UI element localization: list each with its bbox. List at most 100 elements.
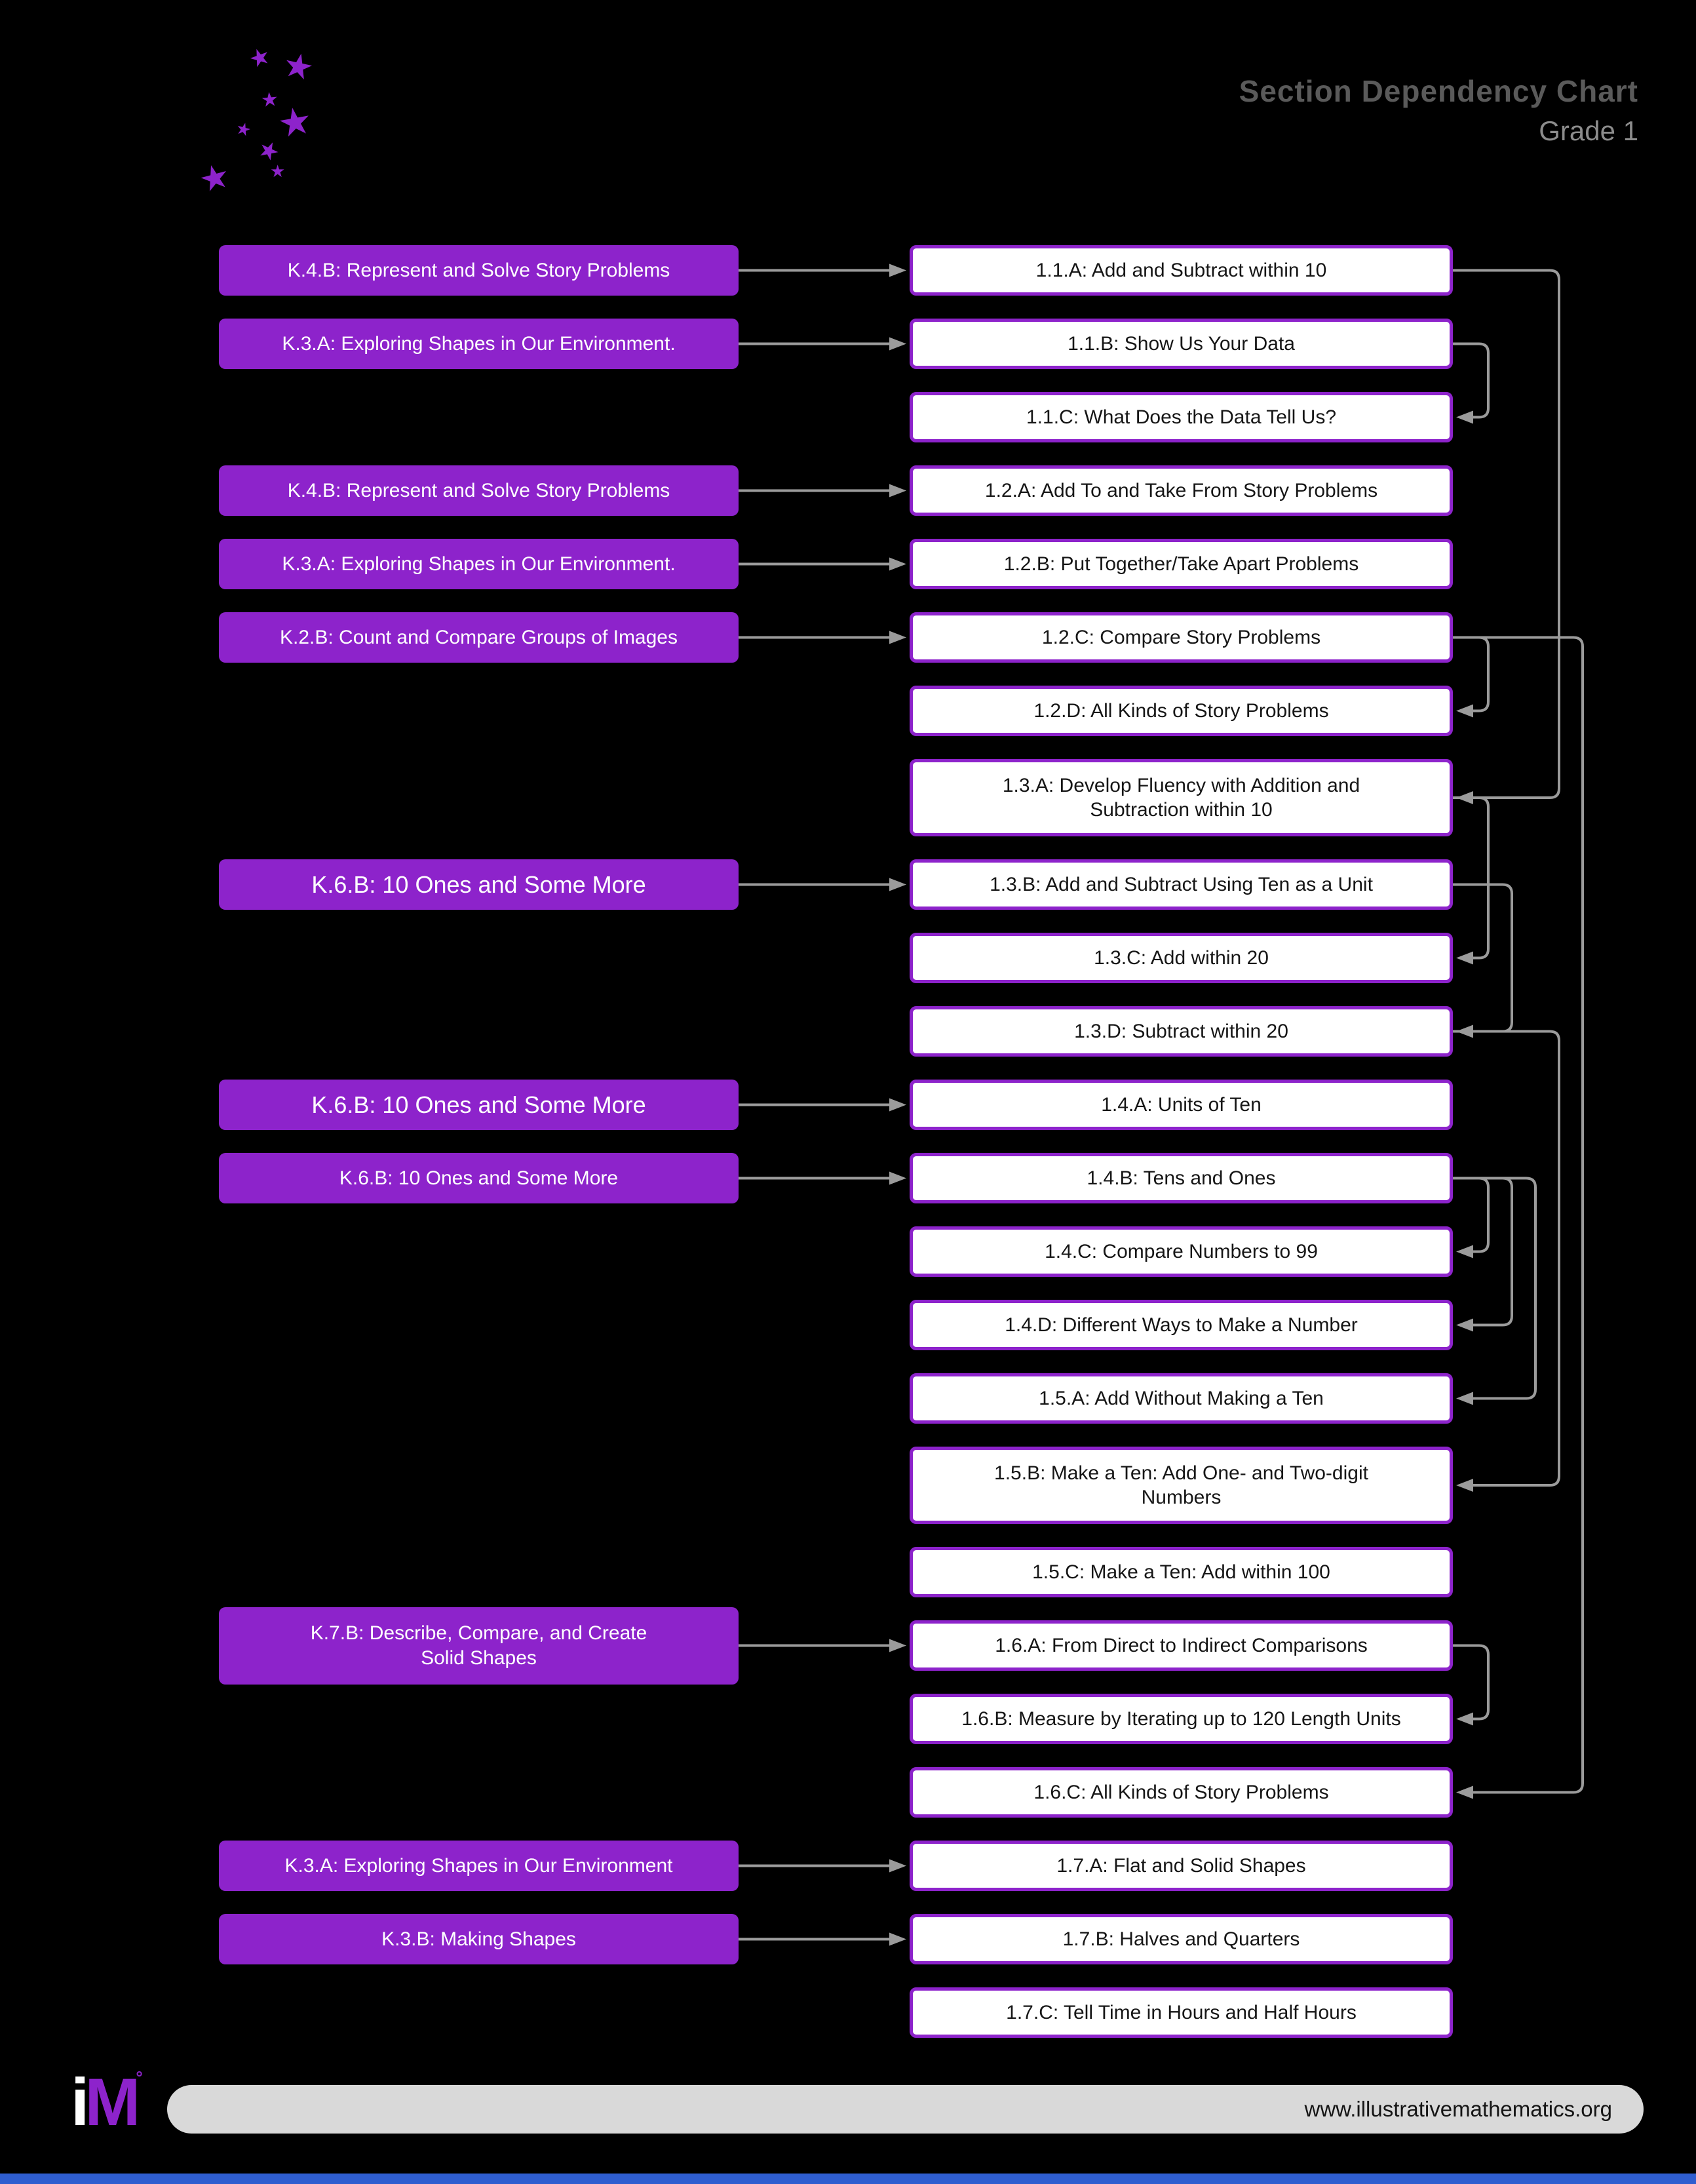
section-node-1-6-C: 1.6.C: All Kinds of Story Problems [910,1767,1453,1818]
edge-1-1-B-to-1-1-C-arrowhead [1456,410,1473,424]
stars-logo: ★ ★ ★ ★ ★ ★ ★ ★ [0,0,341,216]
prereq-node-label: K.6.B: 10 Ones and Some More [311,1091,646,1118]
prereq-node-label: K.3.A: Exploring Shapes in Our Environme… [284,1854,673,1877]
section-node-1-4-D: 1.4.D: Different Ways to Make a Number [910,1300,1453,1350]
section-node-label: 1.4.A: Units of Ten [1101,1093,1262,1116]
arrow-prereq-to-1-2-A-arrowhead [889,484,906,497]
edge-1-3-A-to-1-3-C-arrowhead [1456,951,1473,965]
arrow-prereq-to-1-3-B-arrowhead [889,878,906,891]
prereq-node-for-1-6-A: K.7.B: Describe, Compare, and Create Sol… [219,1607,739,1685]
section-node-1-4-A: 1.4.A: Units of Ten [910,1080,1453,1130]
prereq-node-label: K.6.B: 10 Ones and Some More [311,871,646,898]
prereq-node-for-1-2-C: K.2.B: Count and Compare Groups of Image… [219,612,739,663]
section-node-label: 1.3.B: Add and Subtract Using Ten as a U… [990,873,1373,895]
edge-1-4-B-to-1-5-A-arrowhead [1456,1392,1473,1405]
section-node-label: 1.7.B: Halves and Quarters [1062,1928,1300,1950]
im-logo-reg-mark: ° [136,2067,143,2087]
section-node-label: 1.3.D: Subtract within 20 [1074,1020,1288,1042]
section-node-1-2-A: 1.2.A: Add To and Take From Story Proble… [910,465,1453,516]
edge-1-3-A-to-1-3-C [1453,796,1490,960]
prereq-node-for-1-3-B: K.6.B: 10 Ones and Some More [219,859,739,910]
section-node-1-2-B: 1.2.B: Put Together/Take Apart Problems [910,539,1453,589]
prereq-node-for-1-4-B: K.6.B: 10 Ones and Some More [219,1153,739,1203]
edge-1-2-C-to-1-6-C-arrowhead [1456,1785,1473,1799]
section-node-1-1-B: 1.1.B: Show Us Your Data [910,319,1453,369]
section-node-1-5-B: 1.5.B: Make a Ten: Add One- and Two-digi… [910,1447,1453,1524]
section-node-1-2-C: 1.2.C: Compare Story Problems [910,612,1453,663]
section-node-1-3-C: 1.3.C: Add within 20 [910,933,1453,983]
edge-1-3-B-to-1-3-D [1453,883,1513,1033]
section-node-label: 1.1.A: Add and Subtract within 10 [1035,259,1327,281]
edge-1-4-B-to-1-4-D-arrowhead [1456,1318,1473,1332]
star-icon: ★ [195,155,235,201]
section-node-label: 1.3.C: Add within 20 [1094,946,1269,969]
section-node-1-3-B: 1.3.B: Add and Subtract Using Ten as a U… [910,859,1453,910]
edge-1-4-B-to-1-5-A [1453,1177,1537,1400]
section-node-1-7-B: 1.7.B: Halves and Quarters [910,1914,1453,1964]
page-subtitle: Grade 1 [1539,115,1638,146]
star-icon: ★ [270,161,286,181]
edge-1-3-D-to-1-5-B-arrowhead [1456,1479,1473,1492]
im-logo-m: M [85,2065,140,2139]
edge-1-3-B-to-1-3-D-arrowhead [1456,1024,1473,1038]
footer-url-link[interactable]: www.illustrativemathematics.org [1304,2097,1612,2121]
edge-1-4-B-to-1-4-C-arrowhead [1456,1245,1473,1258]
edge-1-2-C-to-1-2-D-arrowhead [1456,704,1473,718]
prereq-node-label: K.6.B: 10 Ones and Some More [339,1167,619,1189]
section-node-1-3-D: 1.3.D: Subtract within 20 [910,1006,1453,1057]
section-node-label: 1.6.A: From Direct to Indirect Compariso… [995,1634,1368,1656]
section-node-label: 1.6.B: Measure by Iterating up to 120 Le… [961,1707,1401,1730]
arrow-prereq-to-1-7-B-arrowhead [889,1932,906,1946]
bottom-border [0,2174,1696,2184]
arrow-prereq-to-1-1-A-arrowhead [889,263,906,277]
section-node-label: 1.4.B: Tens and Ones [1087,1167,1276,1189]
prereq-node-label: K.4.B: Represent and Solve Story Problem… [287,259,670,281]
section-node-label: 1.3.A: Develop Fluency with Addition and… [1002,774,1360,821]
section-node-label: 1.4.C: Compare Numbers to 99 [1045,1240,1318,1262]
arrow-prereq-to-1-6-A-arrowhead [889,1639,906,1652]
edge-1-1-B-to-1-1-C [1453,342,1490,419]
section-node-1-6-A: 1.6.A: From Direct to Indirect Compariso… [910,1620,1453,1671]
arrow-prereq-to-1-2-C-arrowhead [889,631,906,644]
section-node-label: 1.7.C: Tell Time in Hours and Half Hours [1006,2001,1357,2023]
page-title: Section Dependency Chart [1239,74,1638,108]
section-node-label: 1.5.C: Make a Ten: Add within 100 [1032,1561,1330,1583]
prereq-node-label: K.3.A: Exploring Shapes in Our Environme… [282,553,676,575]
footer-bar: www.illustrativemathematics.org [167,2085,1644,2134]
section-node-label: 1.5.B: Make a Ten: Add One- and Two-digi… [994,1462,1368,1509]
edge-1-1-A-to-1-3-A-arrowhead [1456,791,1473,804]
section-node-label: 1.1.C: What Does the Data Tell Us? [1026,406,1336,428]
section-node-1-6-B: 1.6.B: Measure by Iterating up to 120 Le… [910,1694,1453,1744]
section-node-label: 1.2.A: Add To and Take From Story Proble… [984,479,1378,501]
section-node-1-1-A: 1.1.A: Add and Subtract within 10 [910,245,1453,296]
section-node-1-7-A: 1.7.A: Flat and Solid Shapes [910,1841,1453,1891]
prereq-node-for-1-4-A: K.6.B: 10 Ones and Some More [219,1080,739,1130]
star-icon: ★ [244,41,275,74]
edge-1-4-B-to-1-4-D [1453,1177,1513,1327]
section-node-label: 1.2.D: All Kinds of Story Problems [1033,699,1329,722]
star-icon: ★ [279,45,318,89]
section-node-1-5-C: 1.5.C: Make a Ten: Add within 100 [910,1547,1453,1597]
section-node-label: 1.2.C: Compare Story Problems [1041,626,1321,648]
section-node-label: 1.4.D: Different Ways to Make a Number [1005,1314,1358,1336]
prereq-node-for-1-7-A: K.3.A: Exploring Shapes in Our Environme… [219,1841,739,1891]
im-logo-i: i [71,2065,89,2139]
star-icon: ★ [274,98,316,147]
prereq-node-for-1-7-B: K.3.B: Making Shapes [219,1914,739,1964]
prereq-node-label: K.7.B: Describe, Compare, and Create Sol… [310,1622,647,1669]
section-node-label: 1.1.B: Show Us Your Data [1068,332,1295,355]
im-logo: iM° [71,2069,143,2135]
section-node-1-4-B: 1.4.B: Tens and Ones [910,1153,1453,1203]
prereq-node-label: K.4.B: Represent and Solve Story Problem… [287,479,670,501]
edge-1-6-A-to-1-6-B-arrowhead [1456,1712,1473,1726]
prereq-node-for-1-1-B: K.3.A: Exploring Shapes in Our Environme… [219,319,739,369]
section-node-1-3-A: 1.3.A: Develop Fluency with Addition and… [910,759,1453,836]
prereq-node-label: K.3.B: Making Shapes [381,1928,576,1950]
section-node-1-7-C: 1.7.C: Tell Time in Hours and Half Hours [910,1987,1453,2038]
edge-1-6-A-to-1-6-B [1453,1644,1490,1721]
edge-1-3-D-to-1-5-B [1453,1030,1560,1487]
edge-1-2-C-to-1-6-C [1453,636,1584,1794]
prereq-node-for-1-1-A: K.4.B: Represent and Solve Story Problem… [219,245,739,296]
arrow-prereq-to-1-7-A-arrowhead [889,1859,906,1873]
